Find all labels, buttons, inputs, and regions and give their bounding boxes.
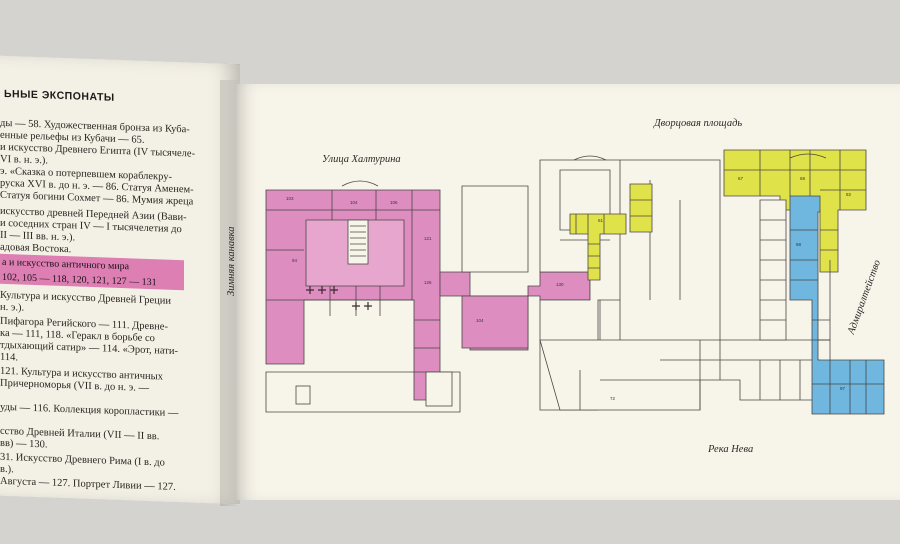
lower-left-wing (265, 371, 461, 413)
label-winter-canal: Зимняя канавка (226, 226, 237, 296)
svg-text:94: 94 (292, 258, 298, 263)
svg-text:88: 88 (796, 242, 802, 247)
svg-text:72: 72 (610, 396, 616, 401)
label-khalturina-street: Улица Халтурина (322, 154, 401, 165)
svg-text:106: 106 (390, 200, 398, 205)
svg-text:103: 103 (286, 196, 294, 201)
label-neva-river: Река Нева (708, 444, 754, 455)
svg-text:130: 130 (556, 282, 564, 287)
yellow-strip-middle (629, 183, 653, 233)
svg-text:97: 97 (840, 386, 846, 391)
svg-text:67: 67 (738, 176, 744, 181)
svg-text:61: 61 (598, 218, 604, 223)
svg-text:126: 126 (424, 280, 432, 285)
blue-block-right (789, 195, 885, 415)
label-palace-square: Дворцовая площадь (654, 118, 743, 129)
svg-text:104: 104 (350, 200, 358, 205)
svg-text:104: 104 (476, 318, 484, 323)
svg-text:68: 68 (800, 176, 806, 181)
svg-text:121: 121 (424, 236, 432, 241)
white-pavilion (461, 185, 529, 273)
pink-tall-block (461, 295, 529, 349)
page-gutter-shadow (220, 80, 240, 506)
svg-text:82: 82 (846, 192, 852, 197)
